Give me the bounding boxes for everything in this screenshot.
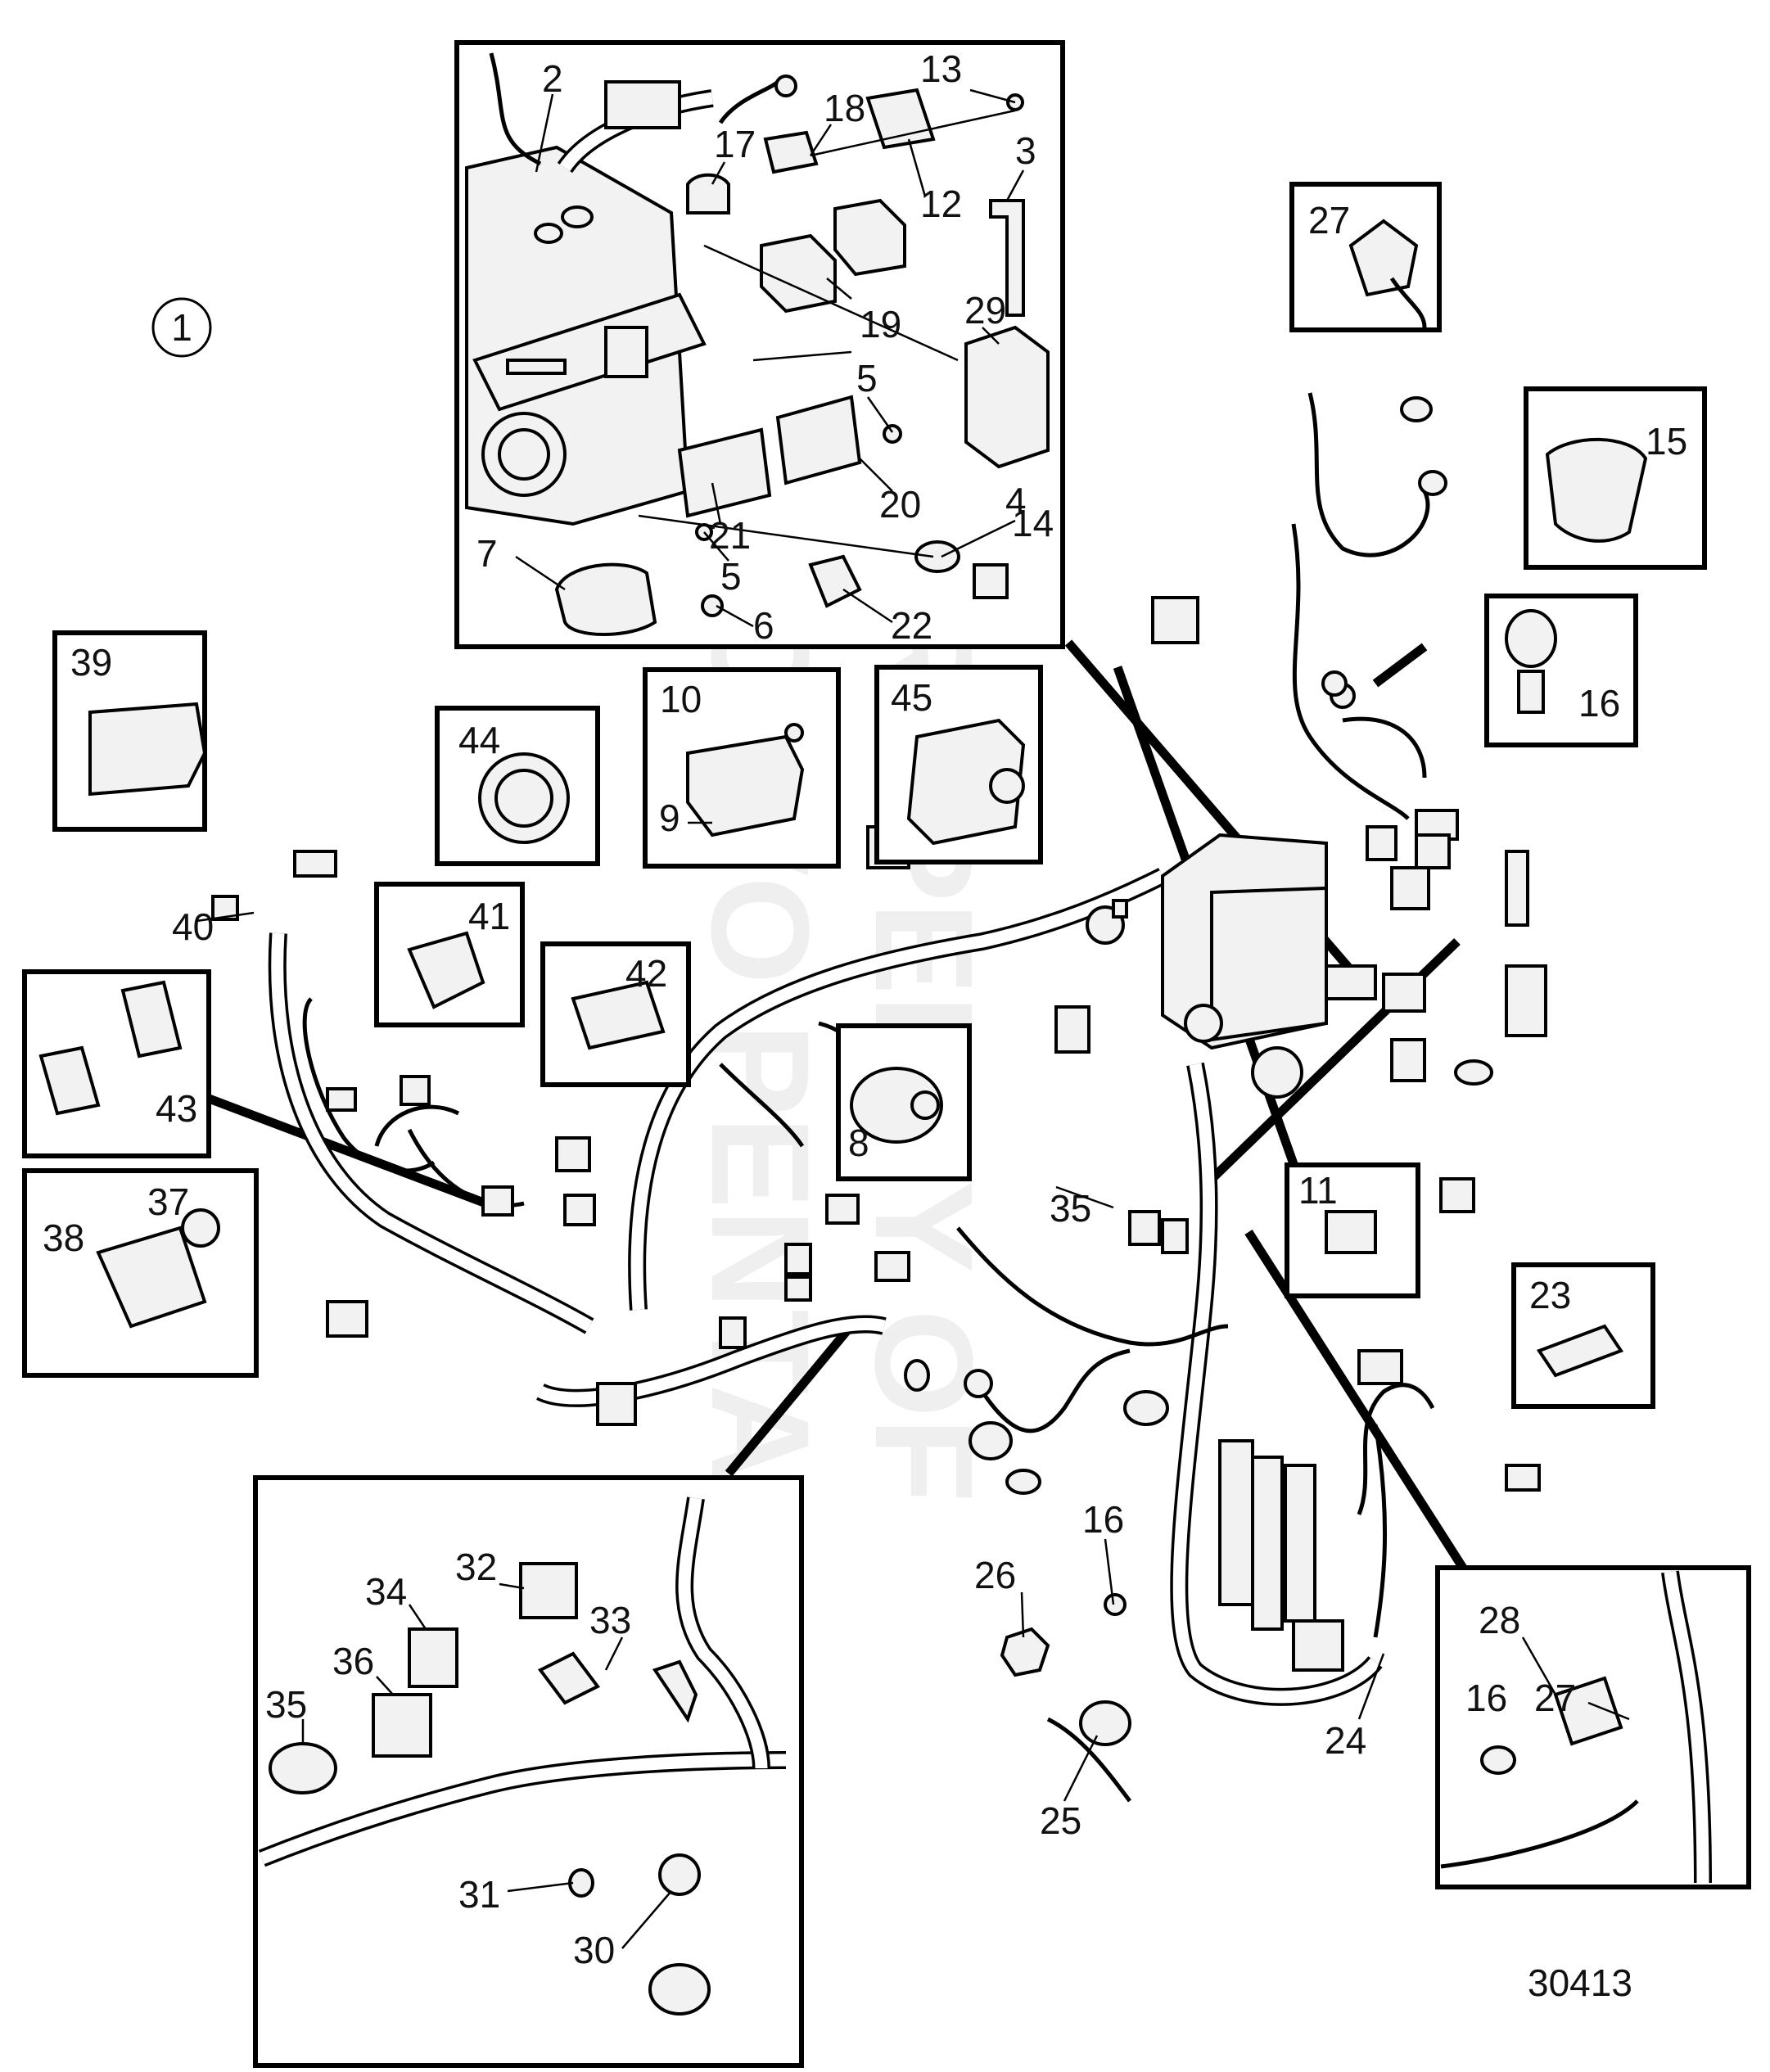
- part-label-18: 18: [824, 87, 865, 129]
- part-label-5-upper: 5: [856, 357, 878, 400]
- part-label-12: 12: [920, 183, 962, 225]
- part-label-33: 33: [589, 1599, 631, 1641]
- watermark-line-1: PROPERTY OF: [846, 508, 1001, 1502]
- inset-connector-27: [1289, 182, 1442, 332]
- part-label-7: 7: [476, 532, 498, 575]
- part-label-39: 39: [70, 641, 112, 684]
- part-label-22: 22: [891, 604, 932, 647]
- part-label-43: 43: [156, 1087, 197, 1130]
- part-label-16-top: 16: [1578, 682, 1620, 725]
- part-label-35-main: 35: [1050, 1187, 1091, 1230]
- part-label-16-mid: 16: [1082, 1498, 1124, 1541]
- part-label-23: 23: [1529, 1274, 1571, 1316]
- part-label-29: 29: [964, 289, 1006, 332]
- part-label-25: 25: [1040, 1799, 1081, 1842]
- part-label-28: 28: [1479, 1599, 1520, 1641]
- inset-connector-44: [435, 706, 600, 866]
- inset-connector-39: [52, 630, 207, 832]
- part-label-37: 37: [147, 1180, 189, 1223]
- part-label-41: 41: [468, 895, 510, 937]
- part-label-27-top: 27: [1308, 199, 1350, 242]
- part-label-32: 32: [455, 1546, 497, 1588]
- part-label-2: 2: [542, 57, 563, 100]
- inset-sensor-41: [374, 882, 525, 1027]
- inset-connector-27-28: [1435, 1565, 1751, 1889]
- inset-clip-16: [1484, 594, 1638, 747]
- part-label-16-inset: 16: [1465, 1677, 1507, 1719]
- inset-detail-30-36: [253, 1475, 804, 2068]
- part-label-21: 21: [709, 514, 751, 557]
- lower-harness-junction: [969, 1390, 1344, 1672]
- inset-grommet-11: [1285, 1162, 1420, 1298]
- inset-connector-42: [540, 941, 691, 1087]
- part-label-24: 24: [1325, 1719, 1366, 1762]
- part-label-13: 13: [920, 47, 962, 90]
- part-label-10: 10: [660, 678, 702, 720]
- drawing-number: 30413: [1528, 1961, 1632, 2004]
- part-label-35-inset: 35: [265, 1683, 307, 1726]
- part-label-6: 6: [753, 604, 774, 647]
- inset-connector-23: [1511, 1262, 1655, 1409]
- part-label-44: 44: [458, 719, 500, 761]
- part-label-34: 34: [365, 1570, 407, 1613]
- part-label-5-lower: 5: [720, 555, 742, 598]
- inset-connector-43: [22, 969, 211, 1158]
- inset-bracket-45: [874, 665, 1043, 864]
- part-label-17: 17: [714, 123, 756, 165]
- loose-parts: [1000, 1593, 1131, 1746]
- part-label-27-inset: 27: [1534, 1677, 1576, 1719]
- inset-connector-37-38: [22, 1168, 259, 1378]
- assembly-number-ring: [151, 297, 212, 358]
- part-labels: 1 2 13 3 18 17 12 19 29 5 20 4 14 21 5 7…: [43, 47, 1687, 2004]
- part-label-31: 31: [458, 1873, 500, 1916]
- part-label-3: 3: [1015, 129, 1036, 172]
- part-label-42: 42: [625, 952, 667, 995]
- part-label-8: 8: [848, 1122, 869, 1164]
- part-label-40: 40: [172, 905, 214, 948]
- main-harness: [268, 392, 1435, 1803]
- leader-lines: [196, 88, 1630, 1949]
- part-label-9: 9: [659, 797, 680, 839]
- part-label-11: 11: [1298, 1169, 1338, 1212]
- inset-connector-15: [1524, 386, 1707, 570]
- assembly-number: 1: [171, 306, 192, 349]
- part-label-14: 14: [1012, 502, 1054, 544]
- part-label-4: 4: [1005, 480, 1027, 522]
- part-label-19: 19: [860, 303, 901, 345]
- part-label-38: 38: [43, 1217, 84, 1259]
- harness-small-parts: [211, 396, 1541, 1495]
- part-label-20: 20: [879, 483, 921, 526]
- part-label-36: 36: [332, 1640, 374, 1682]
- inset-sensor-8: [836, 1023, 972, 1181]
- part-label-26: 26: [974, 1554, 1016, 1596]
- inset-sensor-10: [643, 667, 841, 869]
- inset-panel-mounting-plate: [454, 40, 1065, 649]
- part-label-15: 15: [1646, 420, 1687, 463]
- part-label-30: 30: [573, 1929, 615, 1971]
- part-label-45: 45: [891, 676, 932, 719]
- central-bracket-assembly: [1161, 809, 1547, 1099]
